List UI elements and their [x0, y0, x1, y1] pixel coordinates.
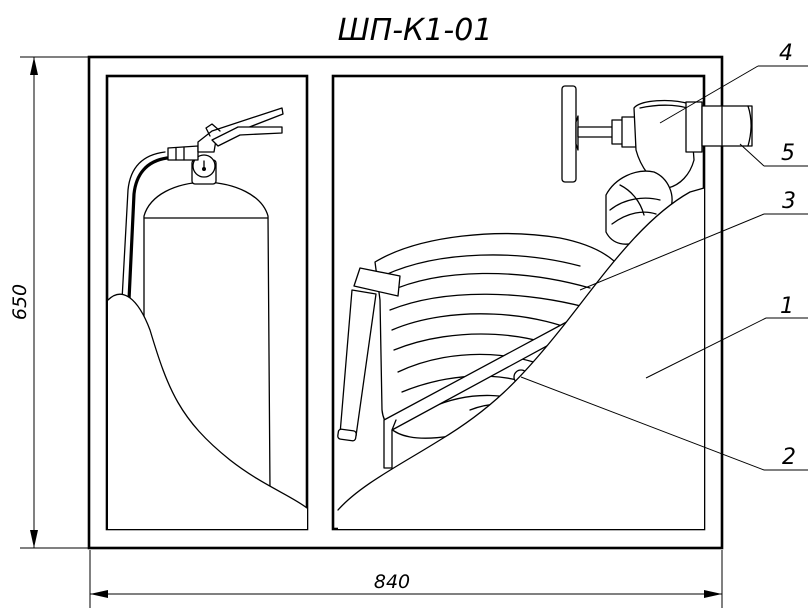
svg-text:2: 2: [782, 445, 796, 470]
height-dimension-label: 650: [9, 284, 31, 320]
width-dimension-label: 840: [374, 571, 410, 593]
hose-nozzle: [337, 267, 401, 442]
svg-text:4: 4: [779, 41, 793, 66]
fire-extinguisher: [107, 107, 308, 529]
height-dimension: 650: [9, 56, 88, 549]
width-dimension: 840: [89, 550, 723, 608]
callout-4: 4: [659, 41, 808, 124]
callout-5: 5: [739, 141, 808, 167]
svg-text:3: 3: [782, 189, 796, 214]
cabinet-outer-frame: [87, 55, 724, 550]
svg-text:1: 1: [780, 294, 794, 319]
callout-2: 2: [520, 376, 808, 471]
svg-text:5: 5: [781, 141, 795, 166]
callout-3: 3: [579, 189, 808, 291]
drawing-title: ШП-К1-01: [338, 13, 493, 48]
callout-1: 1: [645, 294, 808, 379]
hydrant-valve: [561, 85, 753, 245]
cutaway-shape: [338, 188, 704, 529]
